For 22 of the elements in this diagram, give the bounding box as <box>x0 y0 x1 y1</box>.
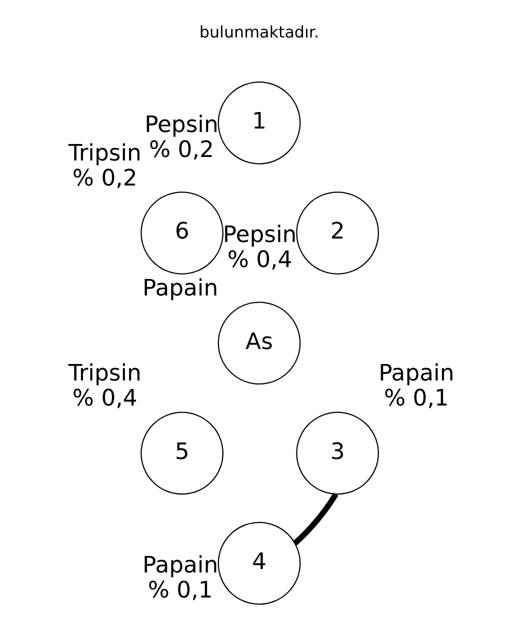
label: bulunmaktadır. <box>199 22 320 42</box>
node-label: Pepsin <box>222 222 297 248</box>
node-label: % 0,1 <box>148 577 213 604</box>
connector <box>293 492 338 546</box>
node-label: % 0,2 <box>149 136 214 163</box>
node-circle: 5 <box>140 412 224 495</box>
node-label: % 0,4 <box>227 247 292 274</box>
node-circle: 4 <box>218 522 301 605</box>
node-label: % 0,4 <box>72 386 138 412</box>
node-circle: As <box>218 302 301 385</box>
node-label: Papain <box>378 360 454 387</box>
node-circle: 1 <box>218 81 301 164</box>
node-label: Tripsin <box>68 140 142 166</box>
node-label: Pepsin <box>144 112 218 138</box>
node-circle: 2 <box>296 192 379 274</box>
node-label: Tripsin <box>68 360 142 387</box>
node-circle: 3 <box>296 412 379 495</box>
node-label: Papain <box>142 552 218 578</box>
node-label: % 0,2 <box>72 165 138 192</box>
node-label: % 0,1 <box>384 386 449 412</box>
node-label: Papain <box>142 275 218 302</box>
node-circle: 6 <box>140 192 224 274</box>
